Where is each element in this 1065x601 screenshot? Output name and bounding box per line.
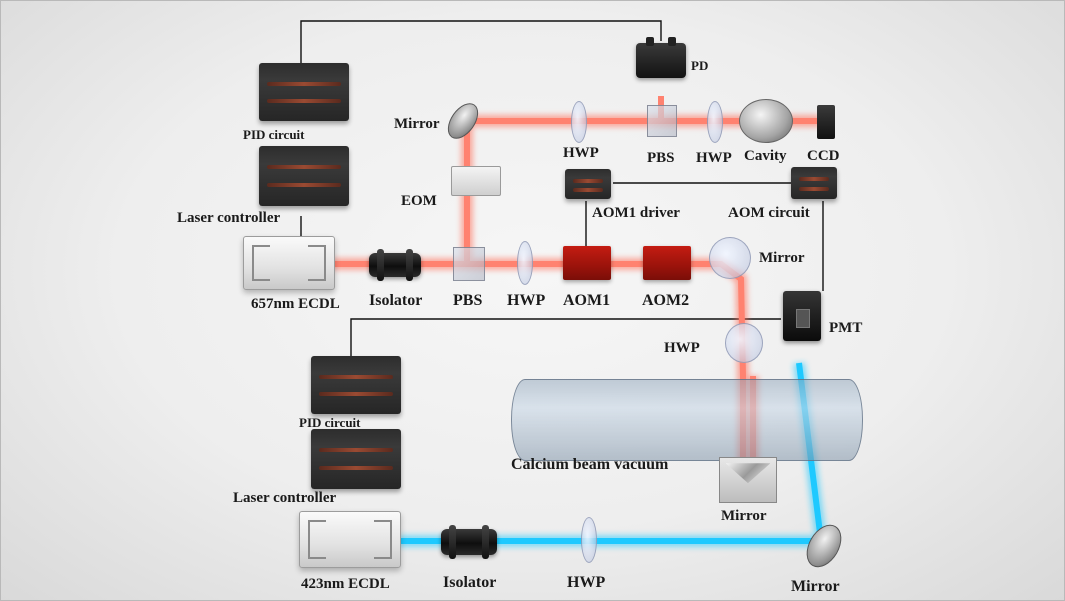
hwp-bottom-icon — [581, 517, 597, 563]
aom1-box — [563, 246, 611, 280]
pbs-mid-icon — [453, 247, 485, 281]
aom1-driver-box — [565, 169, 611, 199]
ecdl-657nm — [243, 236, 335, 290]
mirror-right-icon — [709, 237, 751, 279]
pbs-top-icon — [647, 105, 677, 137]
aom-circuit-box — [791, 167, 837, 199]
hwp-mid-icon — [517, 241, 533, 285]
ccd-camera — [817, 105, 835, 139]
laser-controller-2-box — [311, 429, 401, 489]
label-hwp-top-2: HWP — [696, 150, 732, 166]
laser-controller-1-box — [259, 146, 349, 206]
label-ccd: CCD — [807, 148, 840, 164]
label-mirror-vacuum: Mirror — [721, 508, 767, 524]
label-ecdl-657: 657nm ECDL — [251, 296, 340, 312]
label-mirror-top: Mirror — [394, 116, 440, 132]
label-laser-controller-2: Laser controller — [233, 490, 337, 506]
mirror-vacuum-icon — [719, 457, 777, 503]
eom-box — [451, 166, 501, 196]
aom2-box — [643, 246, 691, 280]
label-ecdl-423: 423nm ECDL — [301, 576, 390, 592]
label-pd: PD — [691, 58, 709, 73]
label-aom2: AOM2 — [642, 292, 690, 309]
label-mirror-right: Mirror — [759, 250, 805, 266]
calcium-beam-vacuum-chamber — [511, 379, 863, 461]
label-eom: EOM — [401, 193, 437, 209]
label-pbs-top: PBS — [647, 150, 675, 166]
label-hwp-bottom: HWP — [567, 574, 606, 591]
cable-pid-to-pd — [300, 20, 662, 63]
hwp-top-1-icon — [571, 101, 587, 143]
label-cavity: Cavity — [744, 148, 787, 164]
pmt-detector — [783, 291, 821, 341]
hwp-top-2-icon — [707, 101, 723, 143]
label-mirror-bottom: Mirror — [791, 578, 840, 595]
label-laser-controller-1: Laser controller — [177, 210, 281, 226]
label-hwp-mid: HWP — [507, 292, 546, 309]
pid-circuit-1-box — [259, 63, 349, 121]
label-aom-circuit: AOM circuit — [728, 205, 810, 221]
optical-cavity — [739, 99, 793, 143]
label-hwp-right: HWP — [664, 340, 700, 356]
pid-circuit-2-box — [311, 356, 401, 414]
label-calcium-vacuum: Calcium beam vacuum — [511, 456, 669, 473]
label-hwp-top-1: HWP — [563, 145, 599, 161]
label-pbs-mid: PBS — [453, 292, 483, 309]
cable-pid2-to-pmt — [350, 318, 781, 373]
label-aom1: AOM1 — [563, 292, 611, 309]
label-isolator-1: Isolator — [369, 292, 423, 309]
photodetector — [636, 37, 686, 78]
isolator-1 — [369, 249, 421, 281]
isolator-2 — [441, 525, 497, 559]
label-isolator-2: Isolator — [443, 574, 497, 591]
hwp-right-icon — [725, 323, 763, 363]
ecdl-423nm — [299, 511, 401, 568]
label-pmt: PMT — [829, 320, 863, 336]
label-aom1-driver: AOM1 driver — [592, 205, 680, 221]
label-pid-circuit-2: PID circuit — [299, 415, 361, 430]
label-pid-circuit-1: PID circuit — [243, 127, 305, 142]
